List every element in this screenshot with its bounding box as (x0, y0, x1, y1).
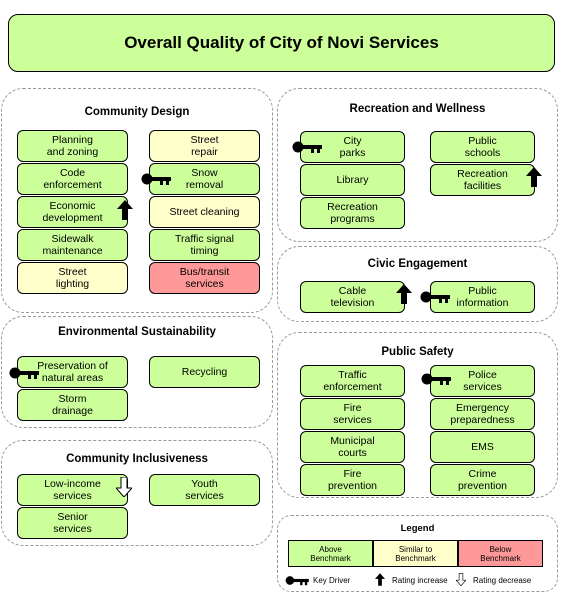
service-bus-transit: Bus/transit services (149, 262, 260, 294)
page-title: Overall Quality of City of Novi Services (8, 14, 555, 72)
legend-key-driver-label: Key Driver (313, 576, 351, 585)
service-code-enforcement: Code enforcement (17, 163, 128, 195)
legend-increase-label: Rating increase (392, 576, 448, 585)
up-arrow-icon (375, 573, 385, 586)
legend-below-benchmark: Below Benchmark (458, 540, 543, 567)
panel-title-civic: Civic Engagement (367, 258, 468, 270)
panel-title-inclusiveness: Community Inclusiveness (66, 453, 208, 465)
key-icon (9, 366, 39, 380)
panel-title-community-design: Community Design (84, 106, 190, 118)
service-recreation-facilities: Recreation facilities (430, 164, 535, 196)
service-cable-television: Cable television (300, 281, 405, 313)
service-emergency-preparedness: Emergency preparedness (430, 398, 535, 430)
panel-title-public-safety: Public Safety (381, 346, 454, 358)
service-storm-drainage: Storm drainage (17, 389, 128, 421)
key-icon (421, 372, 451, 386)
service-economic-development: Economic development (17, 196, 128, 228)
legend-title: Legend (400, 523, 435, 534)
key-icon (292, 140, 322, 154)
key-icon (141, 172, 171, 186)
down-arrow-icon (116, 477, 132, 497)
key-icon (285, 575, 309, 586)
service-senior: Senior services (17, 507, 128, 539)
key-icon (420, 290, 450, 304)
up-arrow-icon (117, 200, 133, 220)
service-municipal-courts: Municipal courts (300, 431, 405, 463)
service-traffic-enforcement: Traffic enforcement (300, 365, 405, 397)
service-youth: Youth services (149, 474, 260, 506)
service-street-cleaning: Street cleaning (149, 196, 260, 228)
service-street-lighting: Street lighting (17, 262, 128, 294)
legend-similar-benchmark: Similar to Benchmark (373, 540, 458, 567)
service-crime-prevention: Crime prevention (430, 464, 535, 496)
service-recreation-programs: Recreation programs (300, 197, 405, 229)
service-sidewalk-maintenance: Sidewalk maintenance (17, 229, 128, 261)
service-low-income: Low-income services (17, 474, 128, 506)
service-fire-prevention: Fire prevention (300, 464, 405, 496)
service-library: Library (300, 164, 405, 196)
service-preservation-natural-areas: Preservation of natural areas (17, 356, 128, 388)
service-street-repair: Street repair (149, 130, 260, 162)
service-public-schools: Public schools (430, 131, 535, 163)
up-arrow-icon (526, 167, 542, 187)
legend-decrease-label: Rating decrease (473, 576, 532, 585)
service-traffic-signal-timing: Traffic signal timing (149, 229, 260, 261)
service-public-information: Public information (430, 281, 535, 313)
service-fire-services: Fire services (300, 398, 405, 430)
service-planning-zoning: Planning and zoning (17, 130, 128, 162)
service-recycling: Recycling (149, 356, 260, 388)
panel-title-environmental: Environmental Sustainability (58, 326, 216, 338)
down-arrow-icon (456, 573, 466, 586)
legend-above-benchmark: Above Benchmark (288, 540, 373, 567)
service-ems: EMS (430, 431, 535, 463)
up-arrow-icon (396, 284, 412, 304)
panel-title-recreation: Recreation and Wellness (349, 103, 486, 115)
